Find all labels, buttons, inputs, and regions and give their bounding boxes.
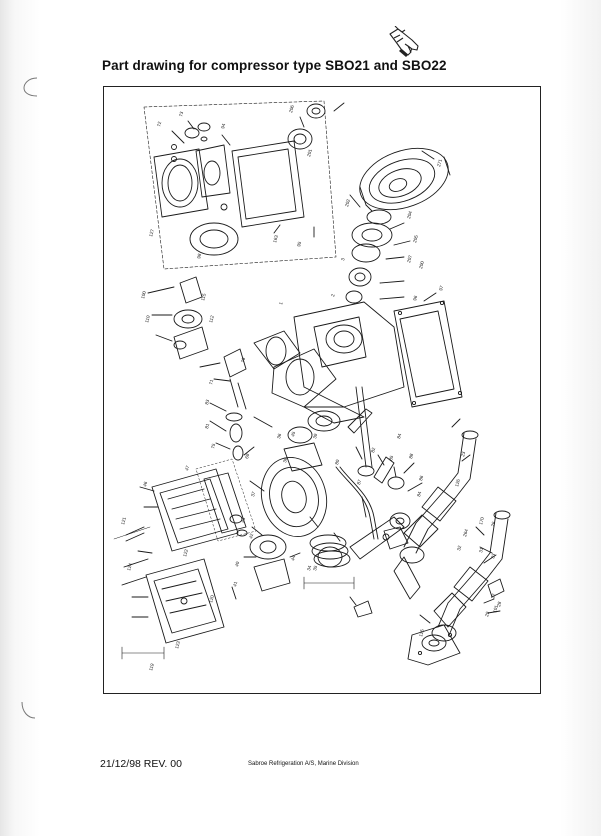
page-title: Part drawing for compressor type SBO21 a… xyxy=(102,58,447,73)
part-number: 23 xyxy=(460,451,466,458)
part-number: 123 xyxy=(174,640,181,649)
part-number: 204 xyxy=(406,210,413,219)
part-number: 35 xyxy=(312,565,318,572)
part-number: 33 xyxy=(490,553,496,560)
part-number: 205 xyxy=(412,234,419,243)
footer-date-revision: 21/12/98 REV. 00 xyxy=(100,758,182,770)
part-number: 97 xyxy=(438,285,444,292)
part-number: 122 xyxy=(182,548,189,557)
punch-hole-mark xyxy=(23,77,38,97)
part-number: 73 xyxy=(178,111,184,118)
part-number: 26 xyxy=(490,521,496,528)
part-number: 72 xyxy=(156,121,162,128)
part-number: 271 xyxy=(436,158,443,167)
part-number: 69 xyxy=(244,453,250,460)
part-number: 112 xyxy=(208,314,215,323)
part-number: 40 xyxy=(234,561,240,568)
part-number: 39 xyxy=(312,433,318,440)
punch-hole-mark xyxy=(21,701,36,719)
part-number: 101 xyxy=(492,604,499,613)
part-number: 3 xyxy=(340,257,346,261)
pointing-hand-icon xyxy=(389,26,419,57)
part-number: 264 xyxy=(462,528,469,537)
part-number: 2 xyxy=(330,293,336,297)
part-number: 44 xyxy=(290,555,296,562)
part-number: 82 xyxy=(370,447,376,454)
part-number: 126 xyxy=(454,478,461,487)
part-number: 34 xyxy=(306,565,312,572)
part-number: 120 xyxy=(208,594,215,603)
part-number: 80 xyxy=(334,459,340,466)
part-number: 42 xyxy=(248,533,254,540)
drawing-frame: 72 73 94 206 201 127 163 95 98 271 202 2… xyxy=(103,86,541,694)
part-number: 201 xyxy=(306,148,313,157)
part-number: 86 xyxy=(418,475,424,482)
exploded-part-drawing: 72 73 94 206 201 127 163 95 98 271 202 2… xyxy=(113,100,511,671)
part-number: 87 xyxy=(356,479,362,486)
part-number: 170 xyxy=(478,516,485,525)
part-number: 31 xyxy=(478,547,484,554)
part-number: 41 xyxy=(232,581,238,588)
part-number: 28 xyxy=(496,601,502,608)
part-number: 22 xyxy=(490,593,496,600)
part-number: 200 xyxy=(418,260,425,269)
part-number: 75 xyxy=(210,443,216,450)
part-number: 207 xyxy=(406,254,413,263)
part-number: 125 xyxy=(418,628,425,637)
footer-company: Sabroe Refrigeration A/S, Marine Divisio… xyxy=(248,761,359,767)
part-number: 84 xyxy=(396,433,402,440)
part-number: 124 xyxy=(126,562,133,571)
part-number: 45 xyxy=(290,431,296,438)
part-number: 115 xyxy=(200,292,207,301)
part-number: 119 xyxy=(148,662,155,671)
part-number: 95 xyxy=(296,241,302,248)
part-number: 46 xyxy=(142,481,148,488)
part-number: 79 xyxy=(240,357,246,364)
part-number: 127 xyxy=(148,228,155,237)
part-number: 47 xyxy=(184,465,190,472)
part-number: 110 xyxy=(144,314,151,323)
part-number: 71 xyxy=(208,379,214,386)
part-number: 29 xyxy=(484,611,490,618)
part-number: 88 xyxy=(408,453,414,460)
part-number: 38 xyxy=(282,457,288,464)
part-number: 83 xyxy=(204,399,210,406)
part-number: 96 xyxy=(412,295,418,302)
part-number: 32 xyxy=(456,545,462,552)
part-number: 37 xyxy=(250,491,256,498)
part-number: 81 xyxy=(204,423,210,430)
part-number: 84 xyxy=(416,491,422,498)
part-number: 43 xyxy=(240,517,246,524)
part-number: 206 xyxy=(288,104,295,113)
part-number: 121 xyxy=(120,516,127,525)
part-number: 94 xyxy=(220,123,226,130)
part-number: 202 xyxy=(344,198,351,207)
part-number: 163 xyxy=(272,234,279,243)
part-number: 100 xyxy=(140,290,147,299)
part-number: 36 xyxy=(276,433,282,440)
part-number: 85 xyxy=(388,455,394,462)
part-number: 1 xyxy=(278,301,284,305)
part-number: 98 xyxy=(196,253,202,260)
